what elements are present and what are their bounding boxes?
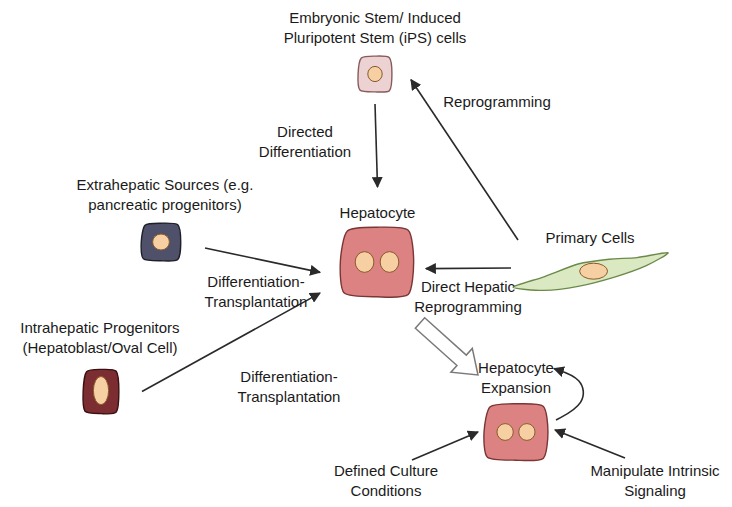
cell-nucleus — [519, 424, 535, 441]
factor-label: Manipulate Intrinsic Signaling — [584, 461, 726, 501]
cell-nucleus — [368, 66, 382, 81]
cell-label: Primary Cells — [510, 228, 670, 248]
cell-nucleus — [93, 376, 108, 404]
edge-group — [142, 80, 583, 420]
cell-node: Extrahepatic Sources (e.g. pancreatic pr… — [68, 175, 262, 267]
cell-body — [513, 253, 668, 291]
edge-label: Direct Hepatic Reprogramming — [408, 277, 528, 317]
cell-body — [340, 227, 413, 297]
flow-arrow — [375, 104, 378, 187]
cell-nucleus — [380, 252, 399, 273]
input-arrow — [555, 430, 625, 458]
factor-label: Defined Culture Conditions — [322, 461, 450, 501]
cell-body — [83, 369, 119, 414]
cell-nucleus — [153, 234, 170, 250]
cell-label: Hepatocyte — [325, 203, 430, 223]
edge-label: Reprogramming — [438, 92, 556, 112]
flow-arrow — [205, 248, 320, 272]
cell-illustration — [513, 252, 668, 292]
cell-label: Intrahepatic Progenitors (Hepatoblast/Ov… — [5, 318, 195, 358]
cell-nucleus — [355, 252, 374, 273]
cell-body — [358, 56, 392, 92]
cell-nucleus — [580, 263, 608, 279]
cell-label: Extrahepatic Sources (e.g. pancreatic pr… — [68, 175, 262, 215]
cell-illustration — [338, 225, 416, 299]
flow-arrow — [554, 369, 583, 420]
cell-label: Hepatocyte Expansion — [470, 358, 562, 398]
flow-arrow — [426, 267, 511, 269]
edge-label: Differentiation- Transplantation — [228, 367, 350, 407]
cell-node: Primary Cells — [510, 228, 670, 294]
cell-node: Intrahepatic Progenitors (Hepatoblast/Ov… — [5, 318, 195, 418]
cell-node: Hepatocyte Expansion — [470, 358, 562, 464]
cell-illustration — [82, 368, 120, 415]
cell-illustration — [140, 222, 182, 262]
cell-node: Embryonic Stem/ Induced Pluripotent Stem… — [265, 8, 485, 100]
cell-node: Hepatocyte — [325, 203, 430, 301]
block-arrow — [415, 318, 478, 375]
edge-label: Directed Differentiation — [250, 122, 360, 162]
edge-label: Differentiation- Transplantation — [195, 272, 317, 312]
cell-body — [484, 404, 548, 461]
cell-illustration — [357, 55, 393, 93]
input-arrow — [412, 432, 478, 460]
cell-nucleus — [497, 424, 513, 441]
cell-label: Embryonic Stem/ Induced Pluripotent Stem… — [265, 8, 485, 48]
cell-illustration — [482, 402, 550, 462]
cell-body — [141, 223, 181, 261]
